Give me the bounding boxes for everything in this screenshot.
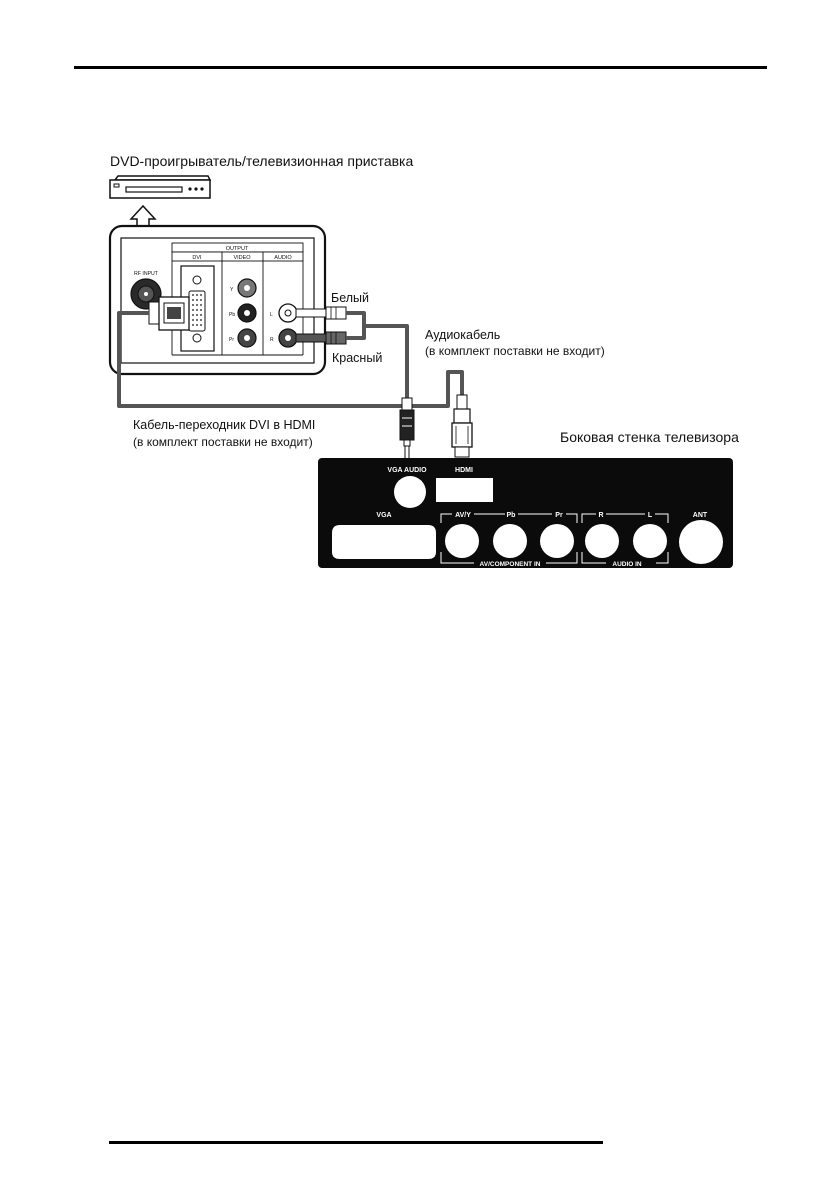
tv-audio-r-label: R xyxy=(598,512,603,519)
tv-audio-l-label: L xyxy=(648,512,653,519)
tv-pb-jack xyxy=(493,524,527,558)
audio-cable-split xyxy=(346,311,366,340)
jack-pb-label: Pb xyxy=(229,312,235,318)
up-arrow-icon xyxy=(129,204,157,227)
jack-r-label: R xyxy=(270,337,274,343)
output-header: OUTPUT xyxy=(226,246,249,252)
footer-rule xyxy=(109,1141,603,1144)
video-jack-pb xyxy=(237,303,257,323)
tv-audio-l-jack xyxy=(633,524,667,558)
tv-pr-jack xyxy=(540,524,574,558)
dvi-plug xyxy=(148,296,190,331)
rf-input-label: RF INPUT xyxy=(134,271,159,277)
red-label: Красный xyxy=(332,351,382,365)
tv-vga-audio-label: VGA AUDIO xyxy=(387,467,427,474)
tv-hdmi-label: HDMI xyxy=(455,467,473,474)
video-jack-y xyxy=(237,278,257,298)
tv-vga-label: VGA xyxy=(376,512,391,519)
audio-rca-plug-white xyxy=(295,306,347,320)
hdmi-plug xyxy=(451,394,473,458)
source-back-panel: OUTPUT DVI VIDEO AUDIO RF INPUT xyxy=(108,224,327,376)
tv-ant-jack xyxy=(679,520,723,564)
tv-ant-label: ANT xyxy=(693,512,708,519)
tv-side-label: Боковая стенка телевизора xyxy=(560,429,739,445)
audio-cable-label: Аудиокабель xyxy=(425,328,500,342)
source-device-label: DVD-проигрыватель/телевизионная приставк… xyxy=(110,153,413,169)
audio-mini-plug xyxy=(399,397,415,460)
header-rule xyxy=(74,66,767,69)
jack-pr-label: Pr xyxy=(229,337,234,343)
tv-av-y-label: AV/Y xyxy=(455,512,471,519)
audio-jack-l xyxy=(278,303,298,323)
dvi-cable-note: (в комплект поставки не входит) xyxy=(133,435,313,449)
white-label: Белый xyxy=(331,291,369,305)
tv-pr-label: Pr xyxy=(555,512,563,519)
video-column-label: VIDEO xyxy=(233,255,251,261)
audio-cable xyxy=(364,324,409,398)
tv-vga-audio-jack xyxy=(394,476,426,508)
audio-cable-note: (в комплект поставки не входит) xyxy=(425,344,605,358)
tv-vga-port xyxy=(332,525,436,559)
jack-y-label: Y xyxy=(230,287,234,293)
tv-audio-in-label: AUDIO IN xyxy=(612,561,642,568)
tv-side-panel: VGA AUDIO HDMI VGA AV/Y Pb Pr AV/COMPONE… xyxy=(318,458,733,568)
tv-hdmi-port xyxy=(436,478,493,502)
jack-l-label: L xyxy=(270,312,273,318)
audio-column-label: AUDIO xyxy=(274,255,292,261)
dvi-column-label: DVI xyxy=(192,255,202,261)
tv-pb-label: Pb xyxy=(507,512,516,519)
audio-jack-r xyxy=(278,328,298,348)
audio-rca-plug-red xyxy=(295,331,347,345)
tv-audio-r-jack xyxy=(585,524,619,558)
video-jack-pr xyxy=(237,328,257,348)
dvd-player-icon xyxy=(109,175,212,199)
tv-av-component-label: AV/COMPONENT IN xyxy=(480,561,541,568)
dvi-cable-label: Кабель-переходник DVI в HDMI xyxy=(133,418,315,432)
tv-av-y-jack xyxy=(445,524,479,558)
dvi-hdmi-cable xyxy=(117,311,464,408)
